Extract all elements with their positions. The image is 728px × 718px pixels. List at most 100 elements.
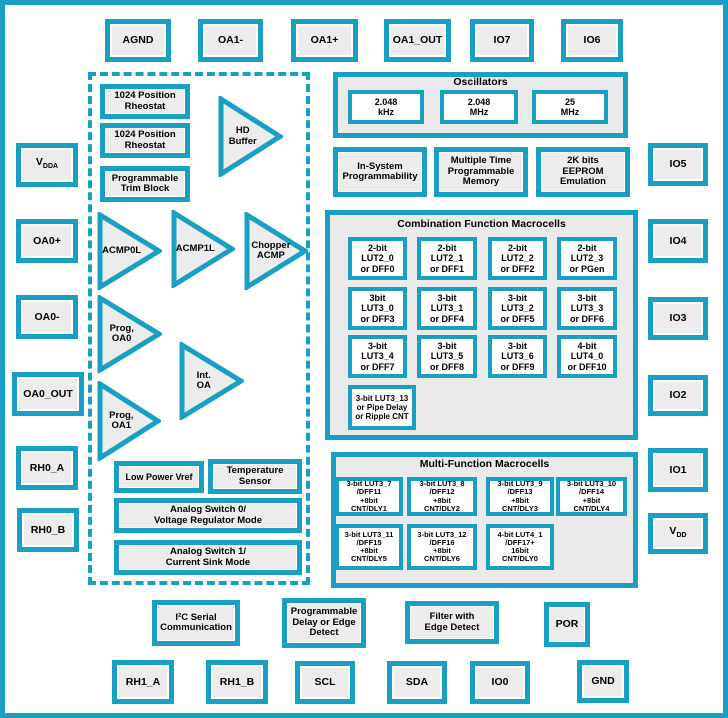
pin-label: IO2 (669, 389, 687, 401)
hd-buffer-triangle: HD Buffer (218, 96, 283, 177)
mf-macrocell: 4-bit LUT4_1 /DFF17+ 16bit CNT/DLY0 (486, 524, 554, 570)
cell-label: 3-bit LUT3_3 or DFF6 (569, 292, 604, 324)
oscillators-container: Oscillators 2.048 kHz 2.048 MHz 25 MHz (333, 72, 628, 138)
pin-oa0-out: OA0_OUT (12, 372, 84, 416)
block-label: Low Power Vref (125, 471, 193, 482)
comb-macrocell: 3-bit LUT3_3 or DFF6 (557, 287, 617, 330)
cell-label: 2-bit LUT2_3 or PGen (569, 242, 605, 274)
pin-label: IO6 (583, 34, 601, 46)
block-label: Analog Switch 1/ Current Sink Mode (165, 546, 251, 568)
triangle-label: Prog, OA0 (109, 322, 134, 344)
triangle-label: ACMP1L (175, 242, 215, 254)
pin-label: AGND (122, 34, 154, 46)
pin-label: RH1_A (125, 675, 161, 688)
cell-label: 2-bit LUT2_1 or DFF1 (429, 242, 464, 274)
int-oa-triangle: Int. OA (179, 342, 244, 420)
low-power-vref-block: Low Power Vref (114, 461, 204, 493)
block-label: Filter with Edge Detect (424, 611, 480, 633)
pin-label: VDD (669, 524, 687, 540)
cell-label: 25 MHz (560, 96, 580, 118)
block-label: 1024 Position Rheostat (114, 90, 176, 112)
combination-macrocells-title: Combination Function Macrocells (397, 218, 566, 230)
oscillator-2048khz-block: 2.048 kHz (348, 90, 424, 124)
mtp-memory-block: Multiple Time Programmable Memory (434, 147, 528, 197)
pin-label: OA0+ (33, 234, 61, 247)
pin-io0: IO0 (470, 661, 530, 704)
pin-label: OA0- (34, 310, 60, 323)
triangle-label: Chopper ACMP (251, 239, 291, 261)
mf-macrocell: 3-bit LUT3_7 /DFF11 +8bit CNT/DLY1 (335, 477, 403, 516)
block-label: Multiple Time Programmable Memory (447, 155, 515, 188)
analog-switch-0-block: Analog Switch 0/ Voltage Regulator Mode (114, 498, 302, 533)
acmp1l-triangle: ACMP1L (171, 210, 235, 288)
pin-label: SDA (405, 676, 429, 688)
comb-macrocell: 3-bit LUT3_5 or DFF8 (417, 335, 477, 378)
cell-label: 3-bit LUT3_5 or DFF8 (429, 340, 464, 372)
pin-vdd: VDD (648, 513, 708, 554)
comb-macrocell: 2-bit LUT2_0 or DFF0 (348, 237, 407, 280)
eeprom-emulation-block: 2K bits EEPROM Emulation (536, 147, 630, 197)
pin-io7: IO7 (470, 19, 534, 62)
comb-macrocell: 2-bit LUT2_1 or DFF1 (417, 237, 477, 280)
cell-label: 4-bit LUT4_0 or DFF10 (567, 340, 607, 372)
oscillator-2048mhz-block: 2.048 MHz (440, 90, 518, 124)
programmable-trim-block: Programmable Trim Block (100, 166, 190, 202)
rheostat-1-block: 1024 Position Rheostat (100, 84, 190, 119)
pin-label: OA1+ (310, 34, 339, 46)
oscillator-25mhz-block: 25 MHz (532, 90, 608, 124)
pin-label: IO4 (669, 234, 687, 247)
pin-oa0-minus: OA0- (16, 295, 78, 339)
pin-rh0-a: RH0_A (16, 446, 78, 490)
mf-macrocell: 3-bit LUT3_12 /DFF16 +8bit CNT/DLY6 (407, 524, 477, 570)
pin-rh1-b: RH1_B (206, 660, 268, 704)
pin-label-subscript: DD (676, 532, 687, 540)
cell-label: 3-bit LUT3_4 or DFF7 (360, 340, 395, 372)
programmable-delay-edge-detect-block: Programmable Delay or Edge Detect (282, 598, 366, 648)
cell-label: 4-bit LUT4_1 /DFF17+ 16bit CNT/DLY0 (497, 529, 543, 564)
block-label: Programmable Delay or Edge Detect (290, 606, 358, 639)
multi-function-macrocells-container: Multi-Function Macrocells 3-bit LUT3_7 /… (331, 452, 638, 588)
acmp0l-triangle: ACMP0L (97, 212, 162, 290)
pin-label: IO0 (491, 676, 509, 688)
triangle-label: Prog, OA1 (109, 409, 134, 431)
i2c-serial-communication-block: I²C Serial Communication (152, 600, 240, 646)
mf-macrocell: 3-bit LUT3_8 /DFF12 +8bit CNT/DLY2 (407, 477, 477, 516)
pin-oa1-plus: OA1+ (291, 19, 358, 62)
pin-rh1-a: RH1_A (112, 660, 174, 704)
pin-label: IO5 (669, 158, 687, 170)
triangle-shape (171, 210, 235, 288)
cell-label: 3-bit LUT3_9 /DFF13 +8bit CNT/DLY3 (497, 479, 543, 513)
pin-rh0-b: RH0_B (17, 508, 79, 552)
block-label: Programmable Trim Block (111, 172, 179, 194)
mf-macrocell: 3-bit LUT3_11 /DFF15 +8bit CNT/DLY5 (335, 524, 403, 570)
triangle-label: ACMP0L (102, 244, 142, 256)
cell-label: 2-bit LUT2_2 or DFF2 (500, 242, 535, 274)
pin-io6: IO6 (561, 19, 623, 62)
comb-macrocell: 2-bit LUT2_3 or PGen (557, 237, 617, 280)
rheostat-2-block: 1024 Position Rheostat (100, 123, 190, 158)
pin-label: GND (591, 675, 615, 687)
triangle-label: HD Buffer (228, 125, 257, 147)
pin-sda: SDA (387, 661, 447, 704)
in-system-programmability-block: In-System Programmability (333, 147, 427, 197)
cell-label: 3-bit LUT3_1 or DFF4 (429, 292, 464, 324)
pin-oa0-plus: OA0+ (16, 219, 78, 263)
pin-io5: IO5 (648, 143, 708, 186)
pin-label: RH0_B (30, 523, 66, 536)
comb-macrocell: 3-bit LUT3_6 or DFF9 (488, 335, 547, 378)
pin-scl: SCL (295, 661, 355, 704)
filter-edge-detect-block: Filter with Edge Detect (405, 601, 499, 644)
prog-oa0-triangle: Prog, OA0 (97, 295, 162, 373)
chopper-acmp-triangle: Chopper ACMP (244, 212, 308, 290)
cell-label: 3-bit LUT3_13 or Pipe Delay or Ripple CN… (355, 394, 409, 421)
triangle-shape (218, 96, 283, 177)
cell-label: 3-bit LUT3_10 /DFF14 +8bit CNT/DLY4 (566, 479, 617, 513)
triangle-shape (244, 212, 308, 290)
pin-io4: IO4 (648, 219, 708, 263)
cell-label: 3bit LUT3_0 or DFF3 (360, 292, 395, 324)
pin-io3: IO3 (648, 297, 708, 340)
oscillators-title: Oscillators (453, 76, 508, 88)
cell-label: 3-bit LUT3_8 /DFF12 +8bit CNT/DLY2 (419, 479, 465, 513)
comb-macrocell: 3-bit LUT3_1 or DFF4 (417, 287, 477, 330)
cell-label: 3-bit LUT3_7 /DFF11 +8bit CNT/DLY1 (346, 479, 392, 513)
